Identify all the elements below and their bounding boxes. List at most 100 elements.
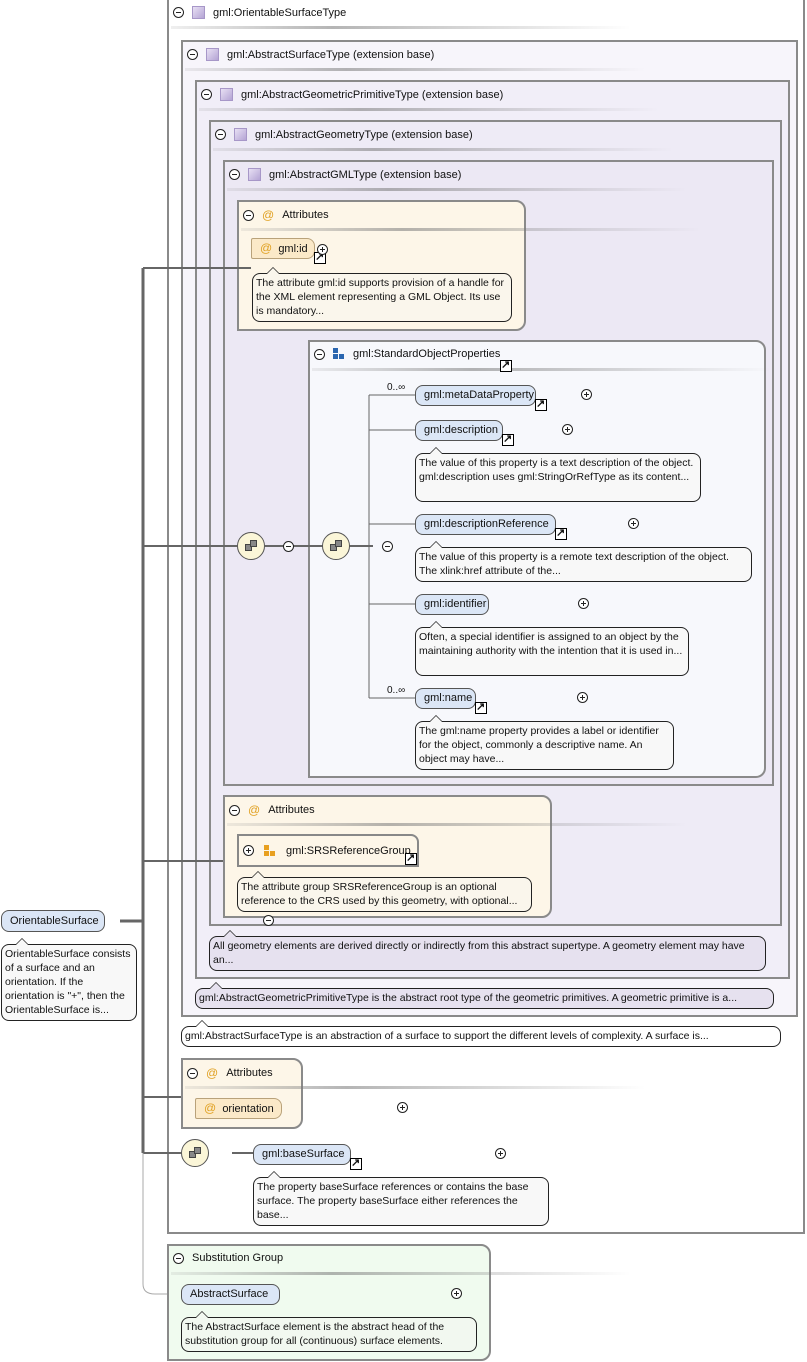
collapse-icon[interactable] [283, 541, 295, 552]
element-identifier[interactable]: gml:identifier [415, 594, 489, 615]
annotation: The attribute group SRSReferenceGroup is… [237, 877, 532, 912]
attribute-icon: @ [248, 803, 261, 817]
expand-icon[interactable] [581, 389, 593, 400]
expand-icon[interactable] [317, 244, 328, 255]
callout-pointer [267, 1171, 281, 1178]
element-orientablesurface[interactable]: OrientableSurface [1, 910, 105, 932]
expand-icon[interactable] [396, 1102, 408, 1113]
element-name[interactable]: gml:name [415, 688, 487, 714]
annotation: The value of this property is a text des… [415, 453, 701, 502]
type-label: gml:AbstractGeometricPrimitiveType (exte… [241, 88, 504, 101]
attribute-group-srsreferencegroup[interactable]: gml:SRSReferenceGroup [237, 834, 419, 867]
annotation: The AbstractSurface element is the abstr… [181, 1317, 477, 1352]
group-icon [333, 348, 345, 360]
group-label: gml:StandardObjectProperties [353, 348, 501, 360]
expand-icon[interactable] [578, 598, 590, 609]
group-name: gml:SRSReferenceGroup [286, 844, 411, 857]
collapse-icon[interactable] [262, 915, 274, 926]
expand-icon[interactable] [577, 692, 589, 703]
attribute-icon: @ [260, 241, 273, 255]
collapse-icon[interactable] [243, 209, 254, 221]
attribute-group-icon [264, 844, 276, 857]
complex-type-icon [248, 168, 261, 181]
reference-arrow-icon[interactable] [475, 700, 487, 714]
collapse-icon[interactable] [187, 1067, 198, 1079]
reference-arrow-icon[interactable] [502, 432, 514, 446]
sequence-icon [243, 540, 259, 552]
annotation: OrientableSurface consists of a surface … [1, 944, 137, 1021]
type-label: gml:OrientableSurfaceType [213, 6, 347, 19]
expand-icon[interactable] [562, 424, 574, 435]
reference-arrow-icon[interactable] [350, 1156, 362, 1170]
collapse-icon[interactable] [187, 49, 198, 60]
collapse-icon[interactable] [201, 89, 212, 100]
callout-pointer [429, 715, 443, 722]
expand-icon[interactable] [628, 518, 640, 529]
callout-pointer [266, 267, 280, 274]
attribute-orientation[interactable]: @ orientation [195, 1098, 282, 1119]
attribute-icon: @ [262, 208, 275, 222]
annotation: Often, a special identifier is assigned … [415, 627, 689, 676]
sequence-icon [328, 540, 344, 552]
element-name: gml:identifier [424, 598, 487, 610]
collapse-icon[interactable] [229, 169, 240, 180]
element-name: gml:baseSurface [262, 1148, 345, 1160]
element-name: gml:name [424, 692, 473, 704]
callout-pointer [15, 938, 29, 945]
complex-type-icon [220, 88, 233, 101]
expand-icon[interactable] [450, 1288, 462, 1299]
collapse-icon[interactable] [215, 129, 226, 140]
element-name: gml:descriptionReference [424, 518, 549, 530]
attribute-icon: @ [204, 1101, 217, 1115]
callout-pointer [429, 447, 443, 454]
element-descriptionreference[interactable]: gml:descriptionReference [415, 514, 567, 540]
complex-type-icon [192, 6, 205, 19]
expand-icon[interactable] [494, 1148, 506, 1159]
annotation: The value of this property is a remote t… [415, 547, 752, 582]
collapse-icon[interactable] [173, 1252, 184, 1264]
attribute-icon: @ [206, 1066, 219, 1080]
element-name: OrientableSurface [10, 915, 99, 927]
element-basesurface[interactable]: gml:baseSurface [253, 1144, 362, 1170]
collapse-icon[interactable] [173, 7, 184, 18]
reference-arrow-icon[interactable] [555, 526, 567, 540]
reference-arrow-icon[interactable] [535, 397, 547, 411]
element-name: AbstractSurface [190, 1288, 269, 1300]
callout-pointer [223, 930, 237, 937]
element-name: gml:metaDataProperty [424, 389, 535, 401]
element-metadataproperty[interactable]: gml:metaDataProperty [415, 385, 547, 411]
sequence-compositor[interactable] [237, 532, 265, 560]
collapse-icon[interactable] [314, 348, 325, 360]
callout-pointer [429, 541, 443, 548]
attribute-name: gml:id [278, 243, 308, 255]
callout-pointer [251, 871, 265, 878]
attribute-name: orientation [222, 1103, 274, 1115]
attributes-label: Attributes [226, 1067, 273, 1079]
callout-pointer [429, 621, 443, 628]
element-name: gml:description [424, 424, 498, 436]
element-description[interactable]: gml:description [415, 420, 514, 446]
expand-icon[interactable] [243, 845, 254, 856]
element-abstractsurface[interactable]: AbstractSurface [181, 1284, 280, 1305]
sequence-compositor[interactable] [181, 1139, 209, 1167]
complex-type-icon [234, 128, 247, 141]
annotation: gml:AbstractGeometricPrimitiveType is th… [195, 988, 774, 1009]
annotation: The gml:name property provides a label o… [415, 721, 674, 770]
annotation: All geometry elements are derived direct… [209, 936, 766, 971]
type-label: gml:AbstractGMLType (extension base) [269, 168, 462, 181]
callout-pointer [209, 982, 223, 989]
callout-pointer [195, 1020, 209, 1027]
occurrence-label: 0..∞ [387, 685, 406, 696]
attributes-label: Attributes [282, 209, 329, 221]
annotation: gml:AbstractSurfaceType is an abstractio… [181, 1026, 781, 1047]
substitution-group-label: Substitution Group [192, 1252, 284, 1264]
collapse-icon[interactable] [229, 804, 240, 816]
sequence-compositor[interactable] [322, 532, 350, 560]
occurrence-label: 0..∞ [387, 382, 406, 393]
reference-arrow-icon[interactable] [405, 851, 417, 865]
collapse-icon[interactable] [382, 541, 394, 552]
attributes-label: Attributes [268, 804, 315, 816]
reference-arrow-icon[interactable] [500, 358, 512, 372]
type-label: gml:AbstractSurfaceType (extension base) [227, 48, 435, 61]
